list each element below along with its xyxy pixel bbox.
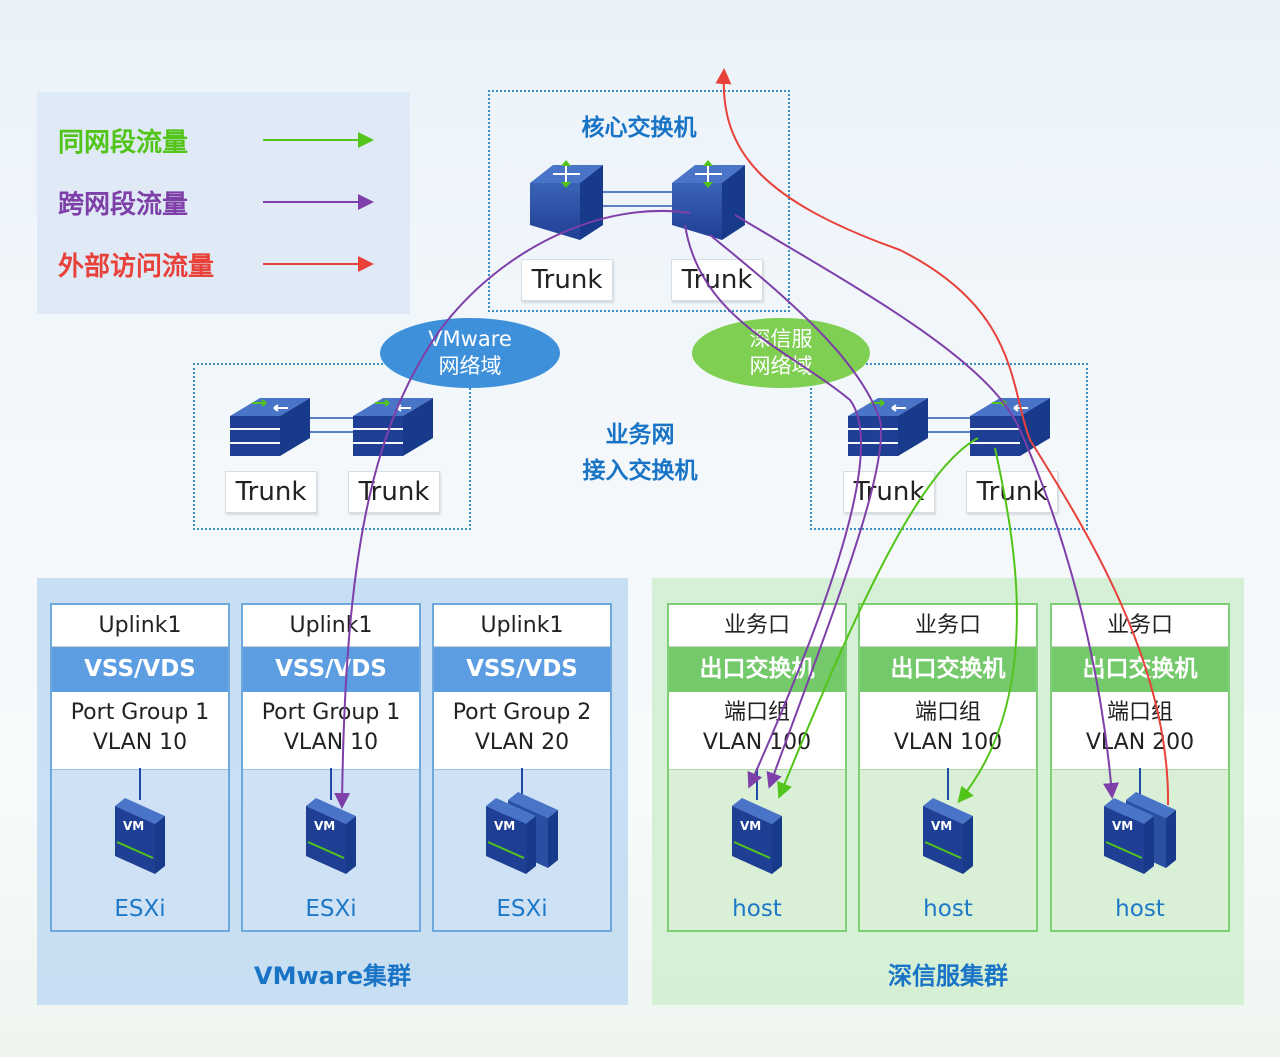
- access-right-trunk-1: Trunk: [843, 471, 935, 513]
- port-group-info: Port Group 1 VLAN 10: [52, 692, 228, 768]
- access-switch-title-line2: 接入交换机: [582, 458, 698, 484]
- vlan-label: VLAN 10: [283, 730, 379, 755]
- access-switch-4-icon: [970, 398, 1050, 456]
- access-right-trunk-2: Trunk: [966, 471, 1058, 513]
- svg-text:VM: VM: [494, 819, 515, 833]
- port-group-name: 端口组: [723, 700, 790, 725]
- host-label: host: [1115, 896, 1165, 922]
- legend-external-label: 外部访问流量: [58, 252, 215, 282]
- same-segment-flow-host1: [777, 437, 979, 799]
- vm-server-esxi-2-icon: VM: [306, 798, 356, 874]
- core-switch-title: 核心交换机: [581, 115, 697, 141]
- vm-connectors: [139, 768, 1141, 800]
- egress-switch-band: 出口交换机: [1052, 647, 1228, 692]
- port-group-name: 端口组: [1106, 700, 1173, 725]
- legend-cross-segment-label: 跨网段流量: [58, 190, 189, 220]
- sangfor-card-2: 业务口 出口交换机 端口组 VLAN 100 host: [858, 603, 1038, 932]
- access-switch-2-icon: [353, 398, 433, 456]
- host-label: host: [923, 896, 973, 922]
- egress-switch-band: 出口交换机: [860, 647, 1036, 692]
- vlan-label: VLAN 10: [92, 730, 188, 755]
- vmware-domain-line2: 网络域: [438, 354, 502, 378]
- port-group-name: 端口组: [914, 700, 981, 725]
- vm-server-esxi-3-icon: VM: [486, 792, 558, 874]
- port-group-name: Port Group 1: [70, 700, 210, 725]
- port-group-name: Port Group 2: [452, 700, 592, 725]
- external-access-flow: [715, 68, 1170, 806]
- port-group-info: 端口组 VLAN 100: [669, 692, 845, 768]
- vmware-domain-bubble: VMware 网络域: [380, 318, 560, 388]
- svg-text:VM: VM: [123, 819, 144, 833]
- cross-segment-flow-vmware: [334, 209, 691, 809]
- legend-same-segment-label: 同网段流量: [58, 128, 189, 158]
- svg-text:VM: VM: [740, 819, 761, 833]
- core-trunk-left: Trunk: [521, 259, 613, 301]
- svg-text:VM: VM: [314, 819, 335, 833]
- host-label: ESXi: [305, 896, 357, 922]
- port-group-info: 端口组 VLAN 200: [1052, 692, 1228, 768]
- host-label: ESXi: [114, 896, 166, 922]
- access-switch-1-icon: [230, 398, 310, 456]
- cross-segment-flow-host1-a: [684, 224, 863, 789]
- vm-server-host-3-icon: VM: [1104, 792, 1176, 874]
- vss-vds-band: VSS/VDS: [243, 647, 419, 692]
- uplink-label: Uplink1: [434, 605, 610, 647]
- vlan-label: VLAN 20: [474, 730, 570, 755]
- port-group-info: Port Group 2 VLAN 20: [434, 692, 610, 768]
- service-port-label: 业务口: [1052, 605, 1228, 647]
- svg-text:VM: VM: [1112, 819, 1133, 833]
- vlan-label: VLAN 100: [893, 730, 1003, 755]
- cross-segment-flow-host3: [734, 214, 1119, 799]
- vm-server-host-1-icon: VM: [732, 798, 782, 874]
- sangfor-domain-bubble: 深信服 网络域: [692, 318, 870, 388]
- sangfor-domain-line1: 深信服: [749, 327, 813, 351]
- access-left-trunk-2: Trunk: [348, 471, 440, 513]
- core-link: [602, 191, 675, 207]
- uplink-label: Uplink1: [52, 605, 228, 647]
- vm-server-esxi-1-icon: VM: [115, 798, 165, 874]
- egress-switch-band: 出口交换机: [669, 647, 845, 692]
- vss-vds-band: VSS/VDS: [434, 647, 610, 692]
- access-switch-title-line1: 业务网: [605, 422, 675, 448]
- svg-text:VM: VM: [931, 819, 952, 833]
- vlan-label: VLAN 100: [702, 730, 812, 755]
- port-group-name: Port Group 1: [261, 700, 401, 725]
- core-switch-left-icon: [530, 160, 603, 240]
- cross-segment-flow-host1-b: [709, 234, 882, 789]
- vlan-label: VLAN 200: [1085, 730, 1195, 755]
- core-switch-zone: [488, 90, 790, 312]
- uplink-label: Uplink1: [243, 605, 419, 647]
- sangfor-cluster-label: 深信服集群: [888, 962, 1008, 990]
- core-trunk-right: Trunk: [671, 259, 763, 301]
- access-switch-zone-left: [193, 363, 471, 530]
- access-links: [305, 417, 975, 433]
- vm-server-host-2-icon: VM: [923, 798, 973, 874]
- service-port-label: 业务口: [860, 605, 1036, 647]
- port-group-info: 端口组 VLAN 100: [860, 692, 1036, 768]
- vmware-card-2: Uplink1 VSS/VDS Port Group 1 VLAN 10 ESX…: [241, 603, 421, 932]
- access-switch-zone-right: [810, 363, 1088, 530]
- host-label: ESXi: [496, 896, 548, 922]
- vmware-domain-line1: VMware: [428, 327, 512, 351]
- vss-vds-band: VSS/VDS: [52, 647, 228, 692]
- port-group-info: Port Group 1 VLAN 10: [243, 692, 419, 768]
- access-left-trunk-1: Trunk: [225, 471, 317, 513]
- same-segment-flow-host2: [957, 447, 1018, 804]
- service-port-label: 业务口: [669, 605, 845, 647]
- host-label: host: [732, 896, 782, 922]
- vmware-cluster-label: VMware集群: [254, 962, 411, 990]
- core-switch-right-icon: [672, 160, 745, 240]
